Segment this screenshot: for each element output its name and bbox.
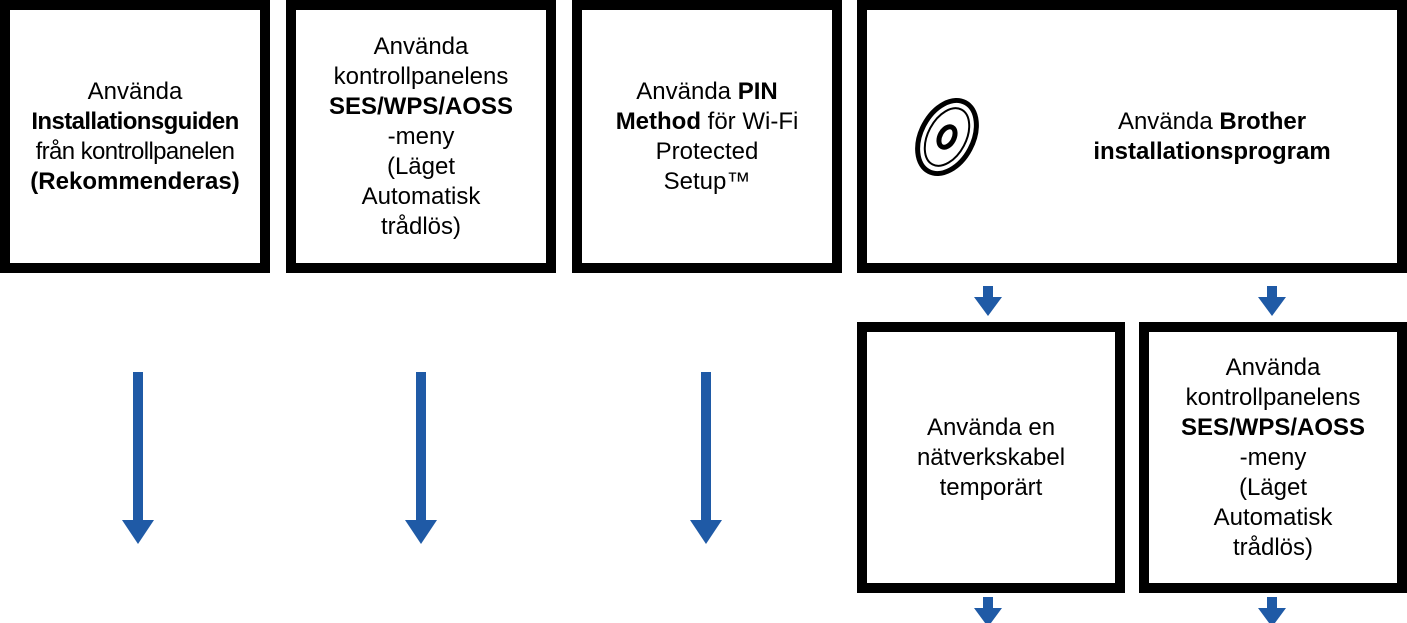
ses2-line-4: -meny <box>1239 443 1307 471</box>
wizard-line-4: (Rekommenderas) <box>30 167 240 195</box>
arrow-down-short-2 <box>1258 286 1286 316</box>
wizard-line-2: Installationsguiden <box>31 107 239 135</box>
wizard-line-1: Använda <box>87 77 183 105</box>
pin-line-1b: PIN <box>737 77 778 105</box>
installer-line-2: installationsprogram <box>1093 137 1331 165</box>
installer-text: Använda Brother installationsprogram <box>1027 107 1397 167</box>
pin-line-3: Protected <box>655 137 759 165</box>
pin-line-2b: för Wi-Fi <box>701 107 799 135</box>
ses-menu-method-box-2: Använda kontrollpanelens SES/WPS/AOSS -m… <box>1139 322 1407 593</box>
ses-menu-method-box: Använda kontrollpanelens SES/WPS/AOSS -m… <box>286 0 556 273</box>
pin-line-1: Använda PIN <box>636 77 777 107</box>
pin-method-box: Använda PIN Method för Wi-Fi Protected S… <box>572 0 842 273</box>
arrow-down-short-1 <box>974 286 1002 316</box>
cable-line-2: nätverkskabel <box>916 443 1066 471</box>
ses-line-6: Automatisk <box>361 182 481 210</box>
ses-line-2: kontrollpanelens <box>333 62 509 90</box>
ses-line-5: (Läget <box>386 152 456 180</box>
ses2-line-5: (Läget <box>1238 473 1308 501</box>
ses-line-3: SES/WPS/AOSS <box>328 92 514 120</box>
ses-line-7: trådlös) <box>380 212 462 240</box>
cable-line-3: temporärt <box>939 473 1043 501</box>
ses2-line-1: Använda <box>1225 353 1321 381</box>
ses2-line-3: SES/WPS/AOSS <box>1180 413 1366 441</box>
installer-method-box: Använda Brother installationsprogram <box>857 0 1407 273</box>
cable-line-1: Använda en <box>926 413 1056 441</box>
installer-line-1b: Brother <box>1219 107 1307 135</box>
pin-line-2a: Method <box>615 107 701 135</box>
ses2-line-7: trådlös) <box>1232 533 1314 561</box>
wizard-method-box: Använda Installationsguiden från kontrol… <box>0 0 270 273</box>
arrow-down-long-3 <box>690 372 722 544</box>
pin-line-2: Method för Wi-Fi <box>616 107 799 137</box>
installer-line-1: Använda Brother <box>1118 107 1306 137</box>
cd-icon <box>867 10 1027 263</box>
ses-line-4: -meny <box>387 122 455 150</box>
arrow-down-long-1 <box>122 372 154 544</box>
cable-method-box: Använda en nätverkskabel temporärt <box>857 322 1125 593</box>
cd-icon-graphic <box>915 97 979 176</box>
arrow-down-short-3 <box>974 597 1002 623</box>
installer-line-1a: Använda <box>1117 107 1220 135</box>
arrow-down-short-4 <box>1258 597 1286 623</box>
wizard-line-3: från kontrollpanelen <box>35 137 235 165</box>
arrow-down-long-2 <box>405 372 437 544</box>
pin-line-4: Setup™ <box>663 167 751 195</box>
ses2-line-2: kontrollpanelens <box>1185 383 1361 411</box>
ses2-line-6: Automatisk <box>1213 503 1333 531</box>
ses-line-1: Använda <box>373 32 469 60</box>
pin-line-1a: Använda <box>636 77 738 105</box>
